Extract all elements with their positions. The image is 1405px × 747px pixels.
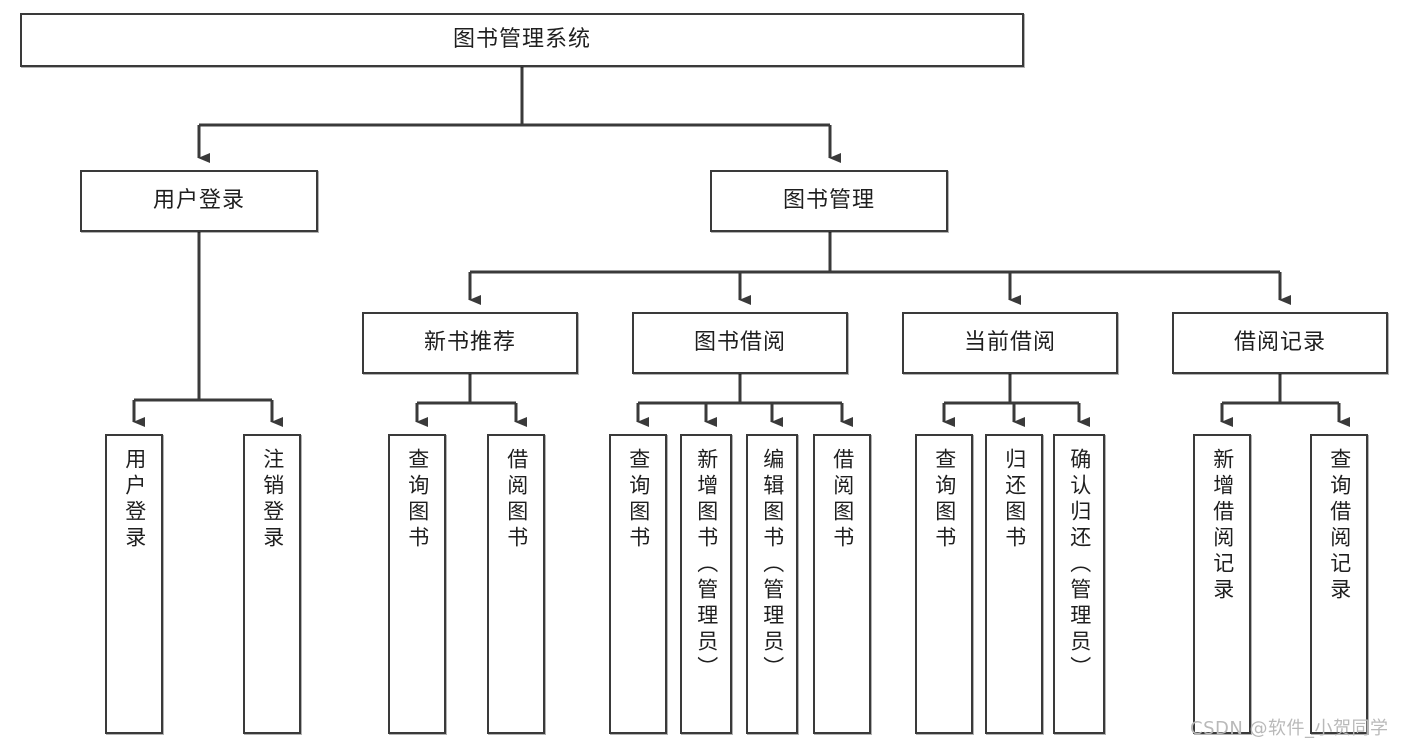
- node-leaf-add-record[interactable]: 新增借阅记录: [1193, 434, 1251, 734]
- node-leaf-return-book[interactable]: 归还图书: [985, 434, 1043, 734]
- node-book-borrow-label: 图书借阅: [693, 329, 786, 355]
- node-leaf-edit-book-label: 编辑图书（管理员）: [760, 448, 785, 682]
- node-leaf-borrow-book-2[interactable]: 借阅图书: [813, 434, 871, 734]
- node-leaf-add-book[interactable]: 新增图书（管理员）: [680, 434, 732, 734]
- node-root-label: 图书管理系统: [452, 26, 591, 52]
- node-leaf-query-book-2[interactable]: 查询图书: [609, 434, 667, 734]
- node-current-borrow[interactable]: 当前借阅: [902, 312, 1118, 374]
- node-leaf-logout[interactable]: 注销登录: [243, 434, 301, 734]
- node-leaf-borrow-book-1-label: 借阅图书: [504, 448, 529, 552]
- node-leaf-logout-label: 注销登录: [260, 448, 285, 552]
- node-new-book-recommend-label: 新书推荐: [423, 329, 516, 355]
- node-leaf-query-record[interactable]: 查询借阅记录: [1310, 434, 1368, 734]
- node-book-management-label: 图书管理: [782, 187, 875, 213]
- node-leaf-confirm-return[interactable]: 确认归还（管理员）: [1053, 434, 1105, 734]
- node-leaf-edit-book[interactable]: 编辑图书（管理员）: [746, 434, 798, 734]
- node-leaf-query-book-1-label: 查询图书: [405, 448, 430, 552]
- node-leaf-confirm-return-label: 确认归还（管理员）: [1067, 448, 1092, 682]
- node-leaf-query-book-3[interactable]: 查询图书: [915, 434, 973, 734]
- node-user-login[interactable]: 用户登录: [80, 170, 318, 232]
- node-leaf-query-book-3-label: 查询图书: [932, 448, 957, 552]
- node-book-borrow[interactable]: 图书借阅: [632, 312, 848, 374]
- watermark: CSDN @软件_小贺同学: [1190, 718, 1389, 739]
- node-leaf-borrow-book-1[interactable]: 借阅图书: [487, 434, 545, 734]
- node-leaf-query-book-1[interactable]: 查询图书: [388, 434, 446, 734]
- node-leaf-add-book-label: 新增图书（管理员）: [694, 448, 719, 682]
- node-user-login-label: 用户登录: [152, 187, 245, 213]
- node-current-borrow-label: 当前借阅: [963, 329, 1056, 355]
- node-leaf-add-record-label: 新增借阅记录: [1210, 448, 1235, 604]
- node-borrow-record-label: 借阅记录: [1233, 329, 1326, 355]
- node-book-management[interactable]: 图书管理: [710, 170, 948, 232]
- node-leaf-return-book-label: 归还图书: [1002, 448, 1027, 552]
- node-root[interactable]: 图书管理系统: [20, 13, 1024, 67]
- node-new-book-recommend[interactable]: 新书推荐: [362, 312, 578, 374]
- node-borrow-record[interactable]: 借阅记录: [1172, 312, 1388, 374]
- node-leaf-user-login[interactable]: 用户登录: [105, 434, 163, 734]
- node-leaf-borrow-book-2-label: 借阅图书: [830, 448, 855, 552]
- node-leaf-query-record-label: 查询借阅记录: [1327, 448, 1352, 604]
- node-leaf-user-login-label: 用户登录: [122, 448, 147, 552]
- node-leaf-query-book-2-label: 查询图书: [626, 448, 651, 552]
